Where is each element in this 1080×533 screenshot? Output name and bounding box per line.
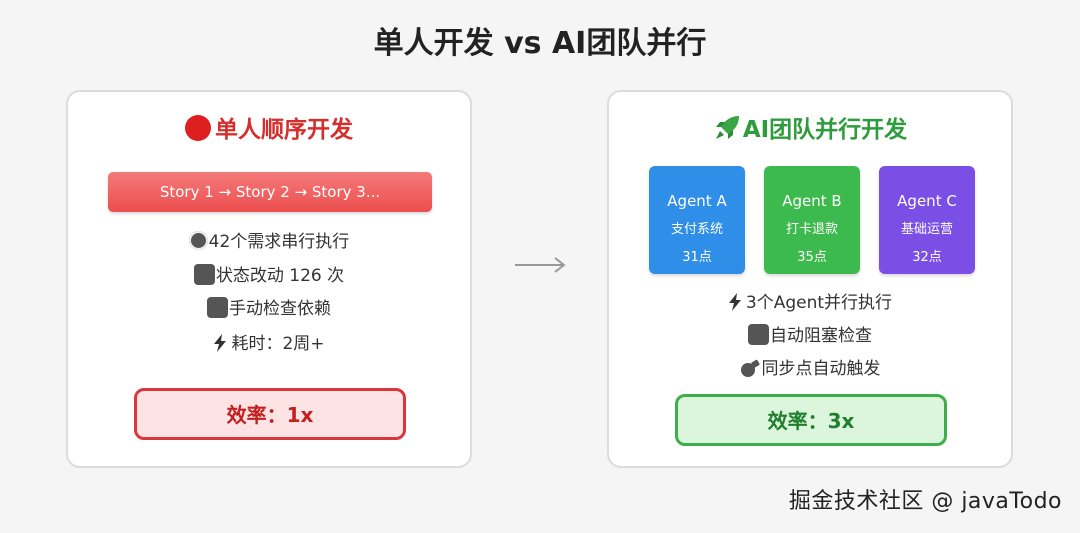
agent-desc: 打卡退款 xyxy=(785,222,838,237)
list-item: 42个需求串行执行 xyxy=(68,226,470,260)
arrow-right-icon xyxy=(515,257,566,273)
agent-desc: 支付系统 xyxy=(670,222,723,237)
single-dev-title: 单人顺序开发 xyxy=(215,117,353,143)
gear-icon xyxy=(188,231,208,250)
agent-name: Agent B xyxy=(782,192,842,210)
ai-team-title-row: AI团队并行开发 xyxy=(609,110,1011,144)
ai-team-card: AI团队并行开发 Agent A 支付系统 31点 Agent B 打卡退款 3… xyxy=(607,90,1013,468)
list-item-text: 手动检查依赖 xyxy=(229,299,331,319)
efficiency-box-team: 效率：3x xyxy=(675,394,947,446)
agent-card-b: Agent B 打卡退款 35点 xyxy=(764,166,860,274)
agent-points: 32点 xyxy=(912,250,942,265)
efficiency-box-single: 效率：1x xyxy=(134,388,406,440)
agent-name: Agent C xyxy=(897,192,957,210)
list-item-text: 同步点自动触发 xyxy=(761,359,881,379)
page-title: 单人开发 vs AI团队并行 xyxy=(373,26,707,61)
list-item-text: 自动阻塞检查 xyxy=(770,325,872,346)
single-dev-list: 42个需求串行执行 状态改动 126 次 手动检查依赖 耗时：2周+ xyxy=(68,226,470,360)
ai-team-title: AI团队并行开发 xyxy=(742,117,908,143)
list-item-text: 3个Agent并行执行 xyxy=(745,293,893,313)
list-item: 同步点自动触发 xyxy=(609,353,1011,387)
list-item-text: 状态改动 126 次 xyxy=(215,265,345,286)
agent-card-a: Agent A 支付系统 31点 xyxy=(649,166,745,274)
single-dev-card: 单人顺序开发 Story 1 → Story 2 → Story 3... 42… xyxy=(66,90,472,468)
story-sequence-bar: Story 1 → Story 2 → Story 3... xyxy=(108,172,432,212)
lightning-icon xyxy=(213,327,227,361)
single-dev-title-row: 单人顺序开发 xyxy=(68,110,470,144)
rocket-icon xyxy=(715,116,739,139)
agent-name: Agent A xyxy=(667,192,727,210)
lightning-icon xyxy=(728,286,742,320)
agent-desc: 基础运营 xyxy=(900,222,953,237)
square-icon xyxy=(193,263,215,285)
list-item: 3个Agent并行执行 xyxy=(609,286,1011,320)
square-icon xyxy=(207,297,228,318)
list-item: 状态改动 126 次 xyxy=(68,260,470,294)
square-icon xyxy=(748,323,769,345)
agent-points: 31点 xyxy=(682,250,712,265)
link-icon xyxy=(740,359,760,377)
red-circle-icon xyxy=(185,115,211,141)
list-item: 手动检查依赖 xyxy=(68,293,470,327)
list-item: 耗时：2周+ xyxy=(68,327,470,361)
list-item-text: 42个需求串行执行 xyxy=(208,232,350,252)
watermark: 掘金技术社区 @ javaTodo xyxy=(788,489,1062,514)
ai-team-list: 3个Agent并行执行 自动阻塞检查 同步点自动触发 xyxy=(609,286,1011,387)
agent-points: 35点 xyxy=(797,250,827,265)
agent-card-c: Agent C 基础运营 32点 xyxy=(879,166,975,274)
list-item: 自动阻塞检查 xyxy=(609,320,1011,354)
list-item-text: 耗时：2周+ xyxy=(231,333,325,354)
